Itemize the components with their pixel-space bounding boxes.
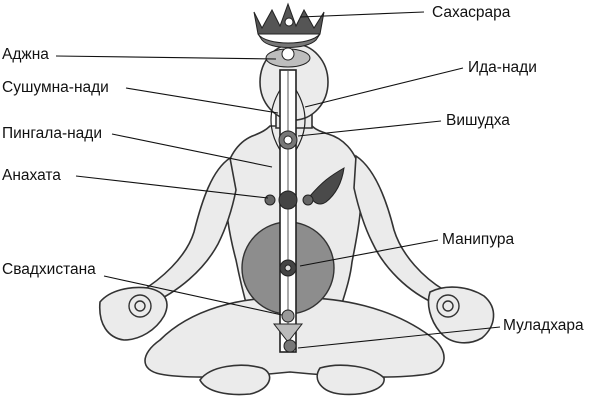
leader-anahata [75,175,269,199]
leader-svadhisthana [103,275,283,316]
ajna-chakra [265,47,311,68]
svadhisthana-chakra [281,309,295,323]
leader-sahasrara [299,11,425,18]
leader-lines [55,11,501,349]
vishuddha-chakra [278,130,298,150]
label-anahata: Анахата [2,167,61,184]
leader-muladhara [297,326,501,349]
label-ida: Ида-нади [468,59,537,76]
label-muladhara: Муладхара [503,317,584,334]
right-mudra [436,294,460,318]
label-sushumna: Сушумна-нади [2,79,109,96]
label-pingala: Пингала-нади [2,125,103,142]
leader-vishuddha [297,120,442,137]
label-vishuddha: Вишудха [446,112,510,129]
sahasrara-lotus [253,2,325,48]
manipura-chakra [279,259,297,277]
leader-sushumna [125,87,279,114]
leader-ida [304,67,464,108]
label-sahasrara: Сахасрара [432,4,511,21]
label-svadhisthana: Свадхистана [2,261,96,278]
heart-flame [309,167,345,205]
leader-pingala [111,133,273,168]
label-manipura: Манипура [442,231,515,248]
muladhara-chakra [272,323,304,353]
label-ajna: Аджна [2,46,49,63]
leader-ajna [55,55,277,60]
left-mudra [128,294,152,318]
leader-manipura [299,239,439,267]
